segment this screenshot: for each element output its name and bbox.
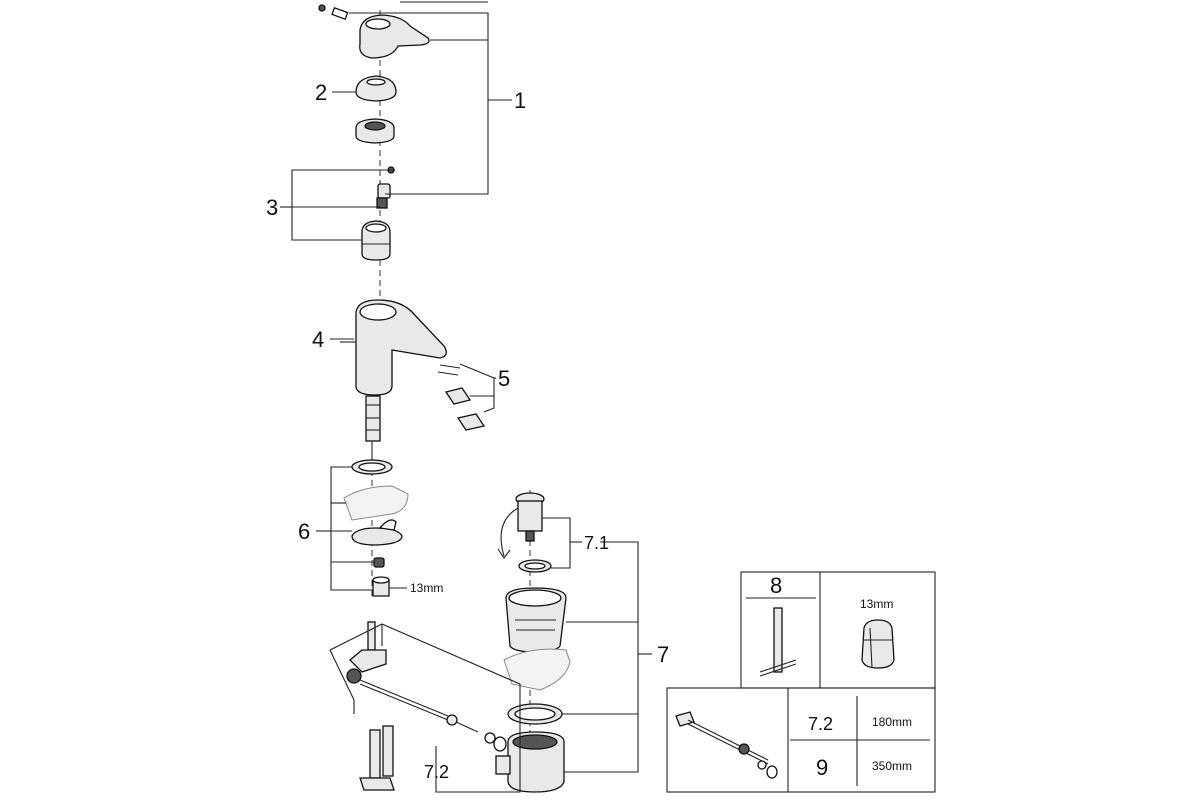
callout-5: 5 xyxy=(498,366,510,391)
pop-up-waste xyxy=(495,492,571,793)
callout-4: 4 xyxy=(312,327,324,352)
aerator-set xyxy=(437,364,486,431)
cover-cap xyxy=(355,75,397,102)
callout-7-2: 7.2 xyxy=(424,762,449,782)
legend-rod-row1-length: 180mm xyxy=(872,715,912,729)
legend-rod-row2-length: 350mm xyxy=(872,759,912,773)
socket-icon xyxy=(861,619,895,669)
supply-hoses xyxy=(346,621,507,791)
callout-3: 3 xyxy=(266,195,278,220)
legend-rods-box: 7.2 180mm 9 350mm xyxy=(666,687,936,793)
retaining-nut xyxy=(355,118,395,144)
callout-7-1: 7.1 xyxy=(584,533,609,553)
legend-rod-row1-label: 7.2 xyxy=(808,714,833,734)
callout-13mm: 13mm xyxy=(410,581,443,595)
callout-6: 6 xyxy=(298,519,310,544)
faucet-body xyxy=(340,299,447,462)
callout-7: 7 xyxy=(657,642,669,667)
legend-tool-number: 8 xyxy=(770,573,782,598)
legend-tool-size: 13mm xyxy=(860,597,893,611)
callout-1: 1 xyxy=(514,88,526,113)
wrench-icon xyxy=(759,607,797,677)
cartridge xyxy=(361,166,395,261)
leader-lines xyxy=(280,1,652,793)
mounting-set xyxy=(343,459,409,597)
callout-2: 2 xyxy=(315,80,327,105)
legend-rod-row2-label: 9 xyxy=(816,755,828,780)
lever-handle xyxy=(318,4,430,59)
callout-labels: 1 2 3 4 5 6 7 7.1 7.2 13mm xyxy=(266,80,669,782)
rod-icon xyxy=(675,711,778,779)
legend-tool-box: 8 13mm xyxy=(740,571,936,689)
